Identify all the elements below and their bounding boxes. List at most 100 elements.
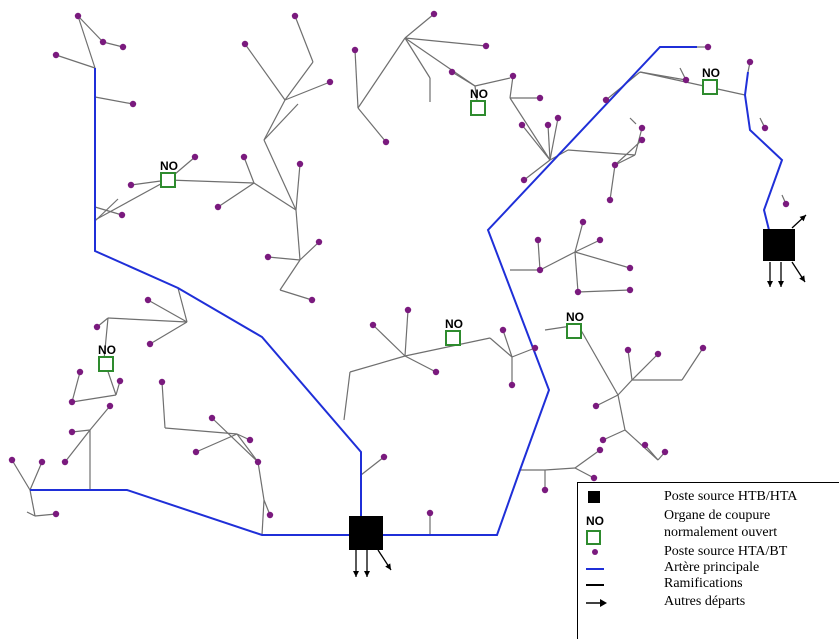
ramification-line [617,379,633,396]
hta-bt-node [129,100,137,108]
ramification-line [521,124,551,161]
ramification-line [404,13,435,39]
ramification-line [574,221,584,253]
no-label: NO [98,343,116,357]
ramification-line [574,251,579,293]
hta-bt-node [127,181,135,189]
hta-bt-node [482,42,490,50]
ramification-line [149,321,188,345]
hta-bt-node [266,511,274,519]
ramification-line [539,251,576,271]
arrow-icon [799,215,806,222]
ramification-line [263,99,286,141]
hta-bt-node [541,486,549,494]
main-artery-line [30,489,361,536]
ramification-line [631,353,659,381]
ramification-line [263,103,299,141]
hta-bt-node [146,340,154,348]
hta-bt-node [592,402,600,410]
legend-row-switch-2: normalement ouvert [578,525,839,545]
ramification-line [71,371,81,403]
ramification-line [523,159,551,181]
hta-bt-node [590,474,598,482]
ramification-line [451,71,476,87]
main-arteries-group [30,46,784,536]
hta-bt-node [208,414,216,422]
ramification-line [295,163,301,211]
purple-dot-icon [592,549,598,555]
ramification-line [195,433,238,453]
ramification-line [357,107,387,143]
open-switch-icon [98,356,114,372]
hta-bt-node [520,176,528,184]
hta-bt-node [654,350,662,358]
ramification-line [639,71,687,81]
ramification-line [502,329,513,358]
hta-bt-node [611,161,619,169]
ramification-line [547,124,551,161]
legend-row-main: Artère principale [578,560,839,576]
ramification-line [511,347,536,358]
hta-bt-node [52,51,60,59]
ramification-line [360,456,385,476]
hta-bt-node [99,38,107,46]
legend-row-switch: NO Organe de coupure [578,508,839,528]
ramification-line [94,96,134,105]
hta-bt-node [426,509,434,517]
black-square-icon [588,491,600,503]
ramification-line [103,317,109,361]
legend-label: Ramifications [664,576,743,591]
no-label: NO [702,66,720,80]
hta-bt-node [382,138,390,146]
hta-bt-node [641,441,649,449]
open-switch-icon [586,530,601,545]
open-switch-icon [702,79,718,95]
ramification-line [89,405,111,431]
hta-bt-node [8,456,16,464]
arrow-icon [353,571,359,577]
hta-bt-node [782,200,790,208]
hta-bt-node [596,446,604,454]
ramification-line [161,381,166,429]
ramification-line [284,81,331,101]
ramification-line [267,256,301,261]
arrow-icon [385,563,391,570]
hta-bt-node [704,43,712,51]
ramification-line [64,429,91,463]
ramification-line [102,41,124,48]
hta-bt-node [554,114,562,122]
ramification-line [404,309,409,357]
hta-bt-node [351,46,359,54]
arrow-icon [364,571,370,577]
hta-bt-node [296,160,304,168]
hta-bt-node [68,398,76,406]
ramification-line [404,37,431,79]
legend-label: Artère principale [664,560,760,575]
hta-bt-node [380,453,388,461]
hta-bt-node [682,76,690,84]
black-line-icon [586,584,604,586]
ramification-line [261,499,265,536]
hta-bt-node [74,12,82,20]
ramification-line [544,467,576,471]
main-artery-line [361,46,697,536]
ramification-line [357,37,406,109]
ramification-line [614,154,636,166]
ramification-line [279,289,313,301]
ramification-line [11,459,31,491]
hta-bt-node [116,377,124,385]
hta-bt-node [509,72,517,80]
hta-bt-node [308,296,316,304]
ramification-line [147,299,188,323]
main-artery-line [94,68,362,535]
ramification-line [164,427,238,435]
hta-bt-node [315,238,323,246]
ramification-line [279,259,301,291]
legend-row-hta-bt: Poste source HTA/BT [578,544,839,560]
blue-line-icon [586,568,604,570]
legend-label: Autres départs [664,594,746,609]
no-label: NO [586,514,604,528]
ramification-line [509,97,551,161]
ramification-line [634,127,643,156]
ramification-line [602,429,626,441]
